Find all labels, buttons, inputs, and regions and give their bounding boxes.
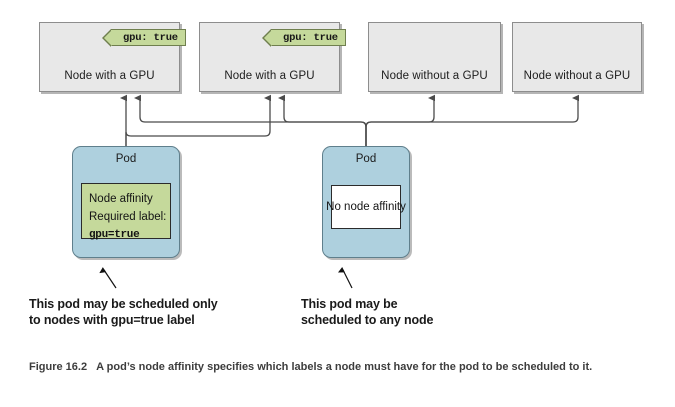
- node-label-tag-1: gpu: true: [102, 29, 186, 47]
- wire-pod2-to-node2: [278, 94, 367, 146]
- affinity-line-3: gpu=true: [89, 229, 140, 241]
- node-label-4: Node without a GPU: [523, 70, 631, 82]
- pod-title-1: Pod: [115, 153, 137, 165]
- affinity-line-2: Required label:: [89, 211, 167, 223]
- node-label-tag-2: gpu: true: [262, 29, 346, 47]
- figure-caption-text: A pod’s node affinity specifies which la…: [96, 361, 593, 373]
- affinity-line-1: Node affinity: [89, 193, 153, 205]
- no-affinity-text: No node affinity: [326, 201, 406, 213]
- pod-affinity-spec-2: No node affinity: [326, 185, 406, 229]
- pod-affinity-spec-1: Node affinity Required label: gpu=true: [81, 183, 171, 241]
- pod-box-1: Pod Node affinity Required label: gpu=tr…: [72, 146, 180, 258]
- wire-pod1-to-node2: [125, 94, 271, 146]
- node-label-1: Node with a GPU: [64, 70, 155, 82]
- figure-caption: Figure 16.2 A pod’s node affinity specifi…: [29, 360, 629, 375]
- annotation-pod1-line2: to nodes with gpu=true label: [29, 313, 195, 327]
- annotation-pod1-line1: This pod may be scheduled only: [29, 297, 218, 311]
- node-box-3: Node without a GPU: [368, 22, 501, 92]
- node-label-3: Node without a GPU: [381, 70, 488, 82]
- annotation-arrow-pod2: [337, 267, 353, 289]
- annotation-arrow-pod1: [99, 267, 117, 289]
- annotation-pod2-line1: This pod may be: [301, 297, 398, 311]
- figure-number: Figure 16.2: [29, 361, 88, 373]
- wire-pod2-to-node1: [134, 94, 367, 146]
- wire-pod2-to-node3: [365, 94, 435, 146]
- pod-box-2: Pod No node affinity: [322, 146, 410, 258]
- annotation-pod2: This pod may be scheduled to any node: [301, 296, 433, 328]
- pod-title-2: Pod: [355, 153, 377, 165]
- gpu-tag-text-1: gpu: true: [123, 31, 178, 44]
- wire-pod2-to-node4: [365, 94, 579, 146]
- gpu-tag-text-2: gpu: true: [283, 31, 338, 44]
- annotation-pod2-line2: scheduled to any node: [301, 313, 434, 327]
- annotation-pod1: This pod may be scheduled only to nodes …: [29, 296, 218, 328]
- node-label-2: Node with a GPU: [224, 70, 315, 82]
- node-box-4: Node without a GPU: [512, 22, 642, 92]
